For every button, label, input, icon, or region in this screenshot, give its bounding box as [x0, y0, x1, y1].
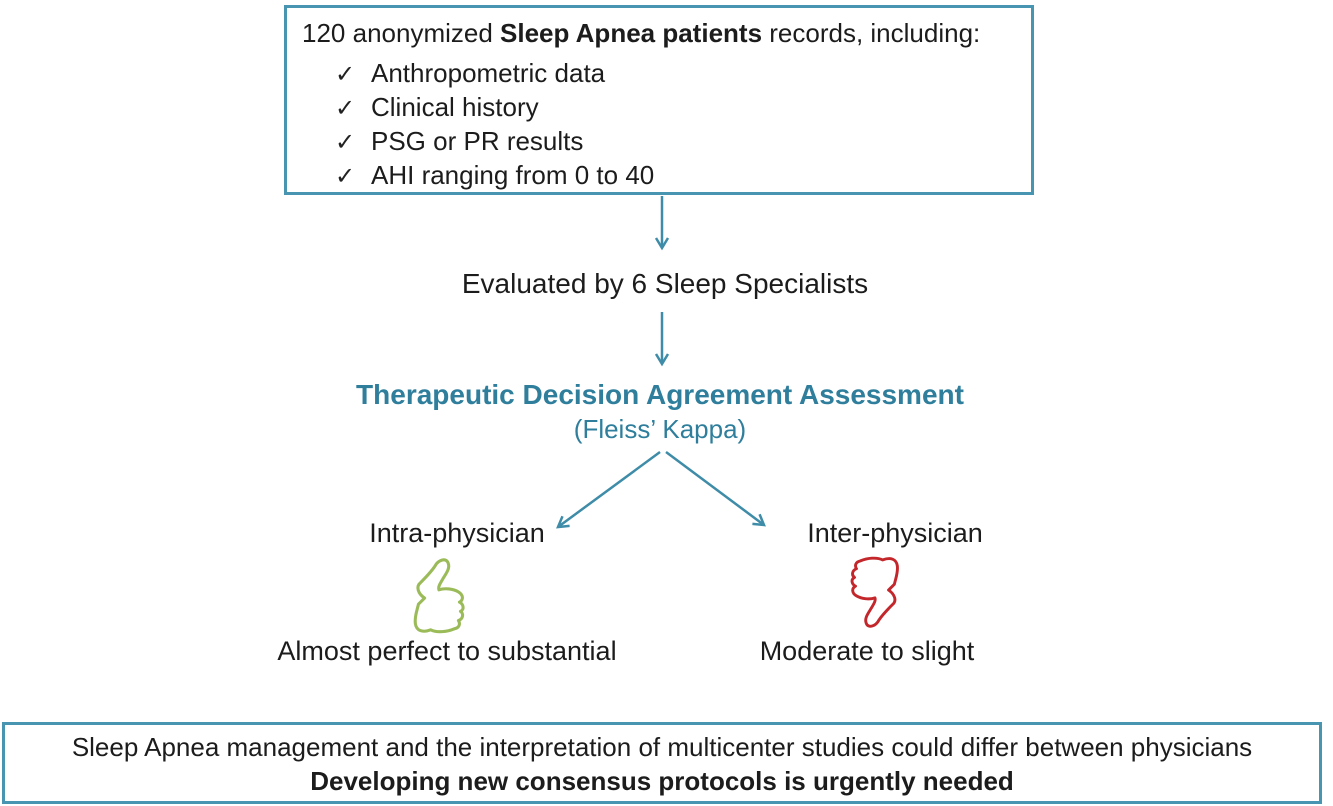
- checkmark-icon: ✓: [335, 61, 356, 88]
- checklist-item: ✓ Anthropometric data: [335, 57, 1031, 91]
- assessment-subtitle: (Fleiss’ Kappa): [573, 414, 747, 444]
- conclusion-line1: Sleep Apnea management and the interpret…: [71, 732, 1253, 762]
- thumbs-down-icon: [850, 556, 899, 628]
- records-intro-prefix: 120 anonymized: [302, 18, 501, 48]
- arrow-to-intra: [556, 450, 661, 529]
- checklist-item-label: PSG or PR results: [371, 126, 584, 156]
- evaluated-label: Evaluated by 6 Sleep Specialists: [461, 268, 869, 299]
- checklist-item: ✓ Clinical history: [335, 91, 1031, 125]
- checkmark-icon: ✓: [335, 95, 356, 122]
- checkmark-icon: ✓: [335, 129, 356, 156]
- patient-records-box: 120 anonymized Sleep Apnea patients reco…: [284, 5, 1034, 195]
- records-checklist: ✓ Anthropometric data ✓ Clinical history ✓…: [335, 57, 1031, 193]
- arrow-to-inter: [665, 450, 766, 527]
- assessment-title: Therapeutic Decision Agreement Assessmen…: [356, 379, 964, 410]
- checklist-item: ✓ AHI ranging from 0 to 40: [335, 159, 1031, 193]
- records-intro-bold: Sleep Apnea patients: [500, 18, 763, 48]
- intra-result-label: Almost perfect to substantial: [277, 636, 617, 666]
- checklist-item-label: Anthropometric data: [371, 58, 606, 88]
- checklist-item: ✓ PSG or PR results: [335, 125, 1031, 159]
- conclusion-box: Sleep Apnea management and the interpret…: [2, 722, 1322, 804]
- records-intro: 120 anonymized Sleep Apnea patients reco…: [287, 8, 1031, 48]
- thumbs-up-icon: [413, 558, 465, 634]
- inter-physician-label: Inter-physician: [807, 518, 983, 548]
- intra-physician-label: Intra-physician: [369, 518, 545, 548]
- checklist-item-label: AHI ranging from 0 to 40: [371, 160, 655, 190]
- conclusion-line2: Developing new consensus protocols is ur…: [310, 766, 1014, 796]
- checklist-item-label: Clinical history: [371, 92, 539, 122]
- records-intro-suffix: records, including:: [762, 18, 981, 48]
- assessment-heading: Therapeutic Decision Agreement Assessmen…: [160, 379, 1160, 445]
- checkmark-icon: ✓: [335, 163, 356, 190]
- inter-result-label: Moderate to slight: [759, 636, 975, 666]
